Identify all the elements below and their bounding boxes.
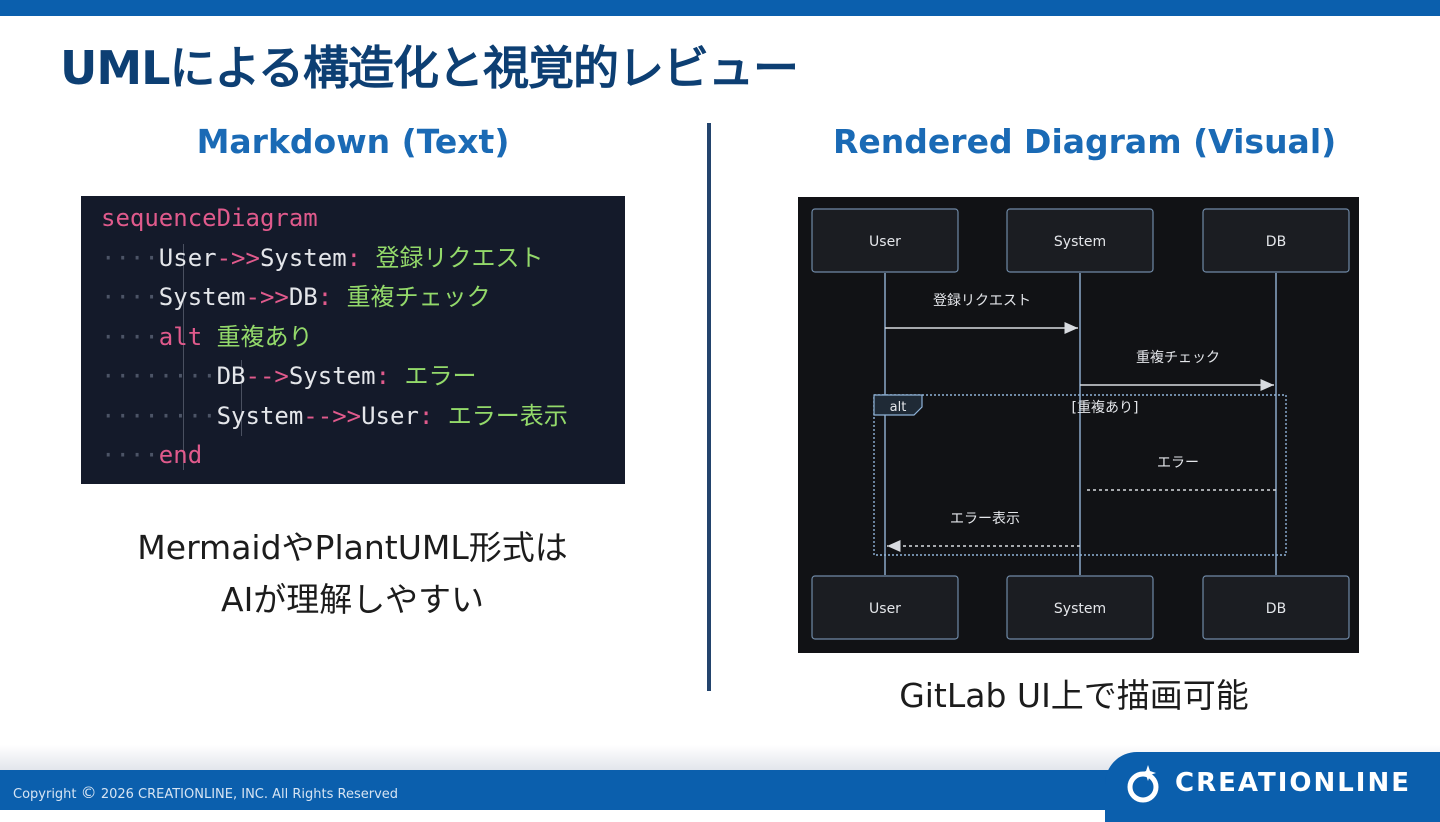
markdown-heading: Markdown (Text) xyxy=(196,122,510,161)
code-token: alt xyxy=(158,322,203,351)
indent-guide xyxy=(183,244,184,470)
copyright-body: 2026 CREATIONLINE, INC. All Rights Reser… xyxy=(100,787,399,802)
code-line: ········System-->>User: エラー表示 xyxy=(101,398,568,434)
participant-box-user-top xyxy=(811,208,959,273)
participant-box-db-bottom xyxy=(1202,575,1350,640)
brand-logo: CREATIONLINE xyxy=(1125,760,1411,806)
diagram-heading: Rendered Diagram (Visual) xyxy=(833,122,1337,161)
code-token: 重複チェック xyxy=(332,283,491,311)
copyright-text: Copyright © 2026 CREATIONLINE, INC. All … xyxy=(13,783,398,802)
rendered-sequence-diagram: User System DB 登録リクエスト 重複チェック alt [重複あり]… xyxy=(798,197,1359,653)
copyright-prefix: Copyright xyxy=(13,787,77,802)
code-token: ->> xyxy=(245,283,289,311)
code-token: -->> xyxy=(303,401,362,430)
code-token: : xyxy=(317,283,333,311)
code-token: System xyxy=(288,362,376,390)
code-token: エラー xyxy=(390,362,477,390)
code-line: ········DB-->System: エラー xyxy=(101,358,476,394)
code-line: ····end xyxy=(101,437,202,473)
brand-name: CREATIONLINE xyxy=(1175,768,1411,798)
participant-label-db-top: DB xyxy=(1266,234,1286,250)
code-token: 登録リクエスト xyxy=(361,243,544,272)
column-divider xyxy=(707,123,711,691)
code-token: DB xyxy=(288,283,318,311)
copyright-symbol: © xyxy=(80,783,97,802)
diagram-caption: GitLab UI上で描画可能 xyxy=(899,676,1249,715)
code-token: : xyxy=(375,362,391,390)
code-indent: ········ xyxy=(101,362,217,390)
message-label-1: 登録リクエスト xyxy=(933,293,1031,309)
message-label-3: エラー xyxy=(1157,455,1199,471)
code-token: : xyxy=(346,243,362,272)
slide-title: UMLによる構造化と視覚的レビュー xyxy=(60,41,799,95)
participant-box-user-bottom xyxy=(811,575,959,640)
code-indent: ···· xyxy=(101,322,159,351)
code-line: ····User->>System: 登録リクエスト xyxy=(101,240,544,276)
code-token: : xyxy=(418,401,434,430)
markdown-caption: MermaidやPlantUML形式は AIが理解しやすい xyxy=(70,522,635,626)
participant-label-user-top: User xyxy=(869,234,901,250)
participant-box-db-top xyxy=(1202,208,1350,273)
code-indent: ···· xyxy=(101,243,159,272)
participant-label-db-bottom: DB xyxy=(1266,601,1286,617)
code-token: User xyxy=(158,243,217,272)
alt-frame xyxy=(873,394,1287,556)
code-token: DB xyxy=(216,362,246,390)
sequence-diagram-canvas: User System DB 登録リクエスト 重複チェック alt [重複あり]… xyxy=(811,208,1350,640)
code-line: ····alt 重複あり xyxy=(101,319,313,355)
code-token: ->> xyxy=(216,243,260,272)
indent-guide xyxy=(241,360,242,436)
participant-label-system-top: System xyxy=(1054,234,1106,250)
code-token: --> xyxy=(245,362,289,390)
participant-box-system-top xyxy=(1006,208,1154,273)
alt-frame-tag xyxy=(873,394,923,416)
code-token: sequenceDiagram xyxy=(101,204,318,232)
code-indent: ········ xyxy=(101,401,217,430)
code-token: エラー表示 xyxy=(433,401,568,430)
code-token: User xyxy=(361,401,419,430)
code-line: sequenceDiagram xyxy=(101,200,318,236)
message-label-4: エラー表示 xyxy=(950,511,1020,527)
creationline-logo-icon xyxy=(1127,765,1159,803)
code-token: 重複あり xyxy=(202,322,313,351)
code-token: System xyxy=(158,283,246,311)
code-token: end xyxy=(158,441,203,469)
top-accent-bar xyxy=(0,0,1440,16)
participant-label-system-bottom: System xyxy=(1054,601,1106,617)
markdown-caption-line-2: AIが理解しやすい xyxy=(221,580,484,619)
markdown-code-block: sequenceDiagram····User->>System: 登録リクエス… xyxy=(81,196,625,484)
alt-condition: [重複あり] xyxy=(1072,399,1139,416)
participant-label-user-bottom: User xyxy=(869,601,901,617)
code-indent: ···· xyxy=(101,441,159,469)
code-token: System xyxy=(259,243,347,272)
code-line: ····System->>DB: 重複チェック xyxy=(101,279,491,315)
message-label-2: 重複チェック xyxy=(1136,349,1220,366)
alt-label: alt xyxy=(890,400,907,415)
markdown-caption-line-1: MermaidやPlantUML形式は xyxy=(137,528,568,567)
code-indent: ···· xyxy=(101,283,159,311)
code-token: System xyxy=(216,401,304,430)
participant-box-system-bottom xyxy=(1006,575,1154,640)
